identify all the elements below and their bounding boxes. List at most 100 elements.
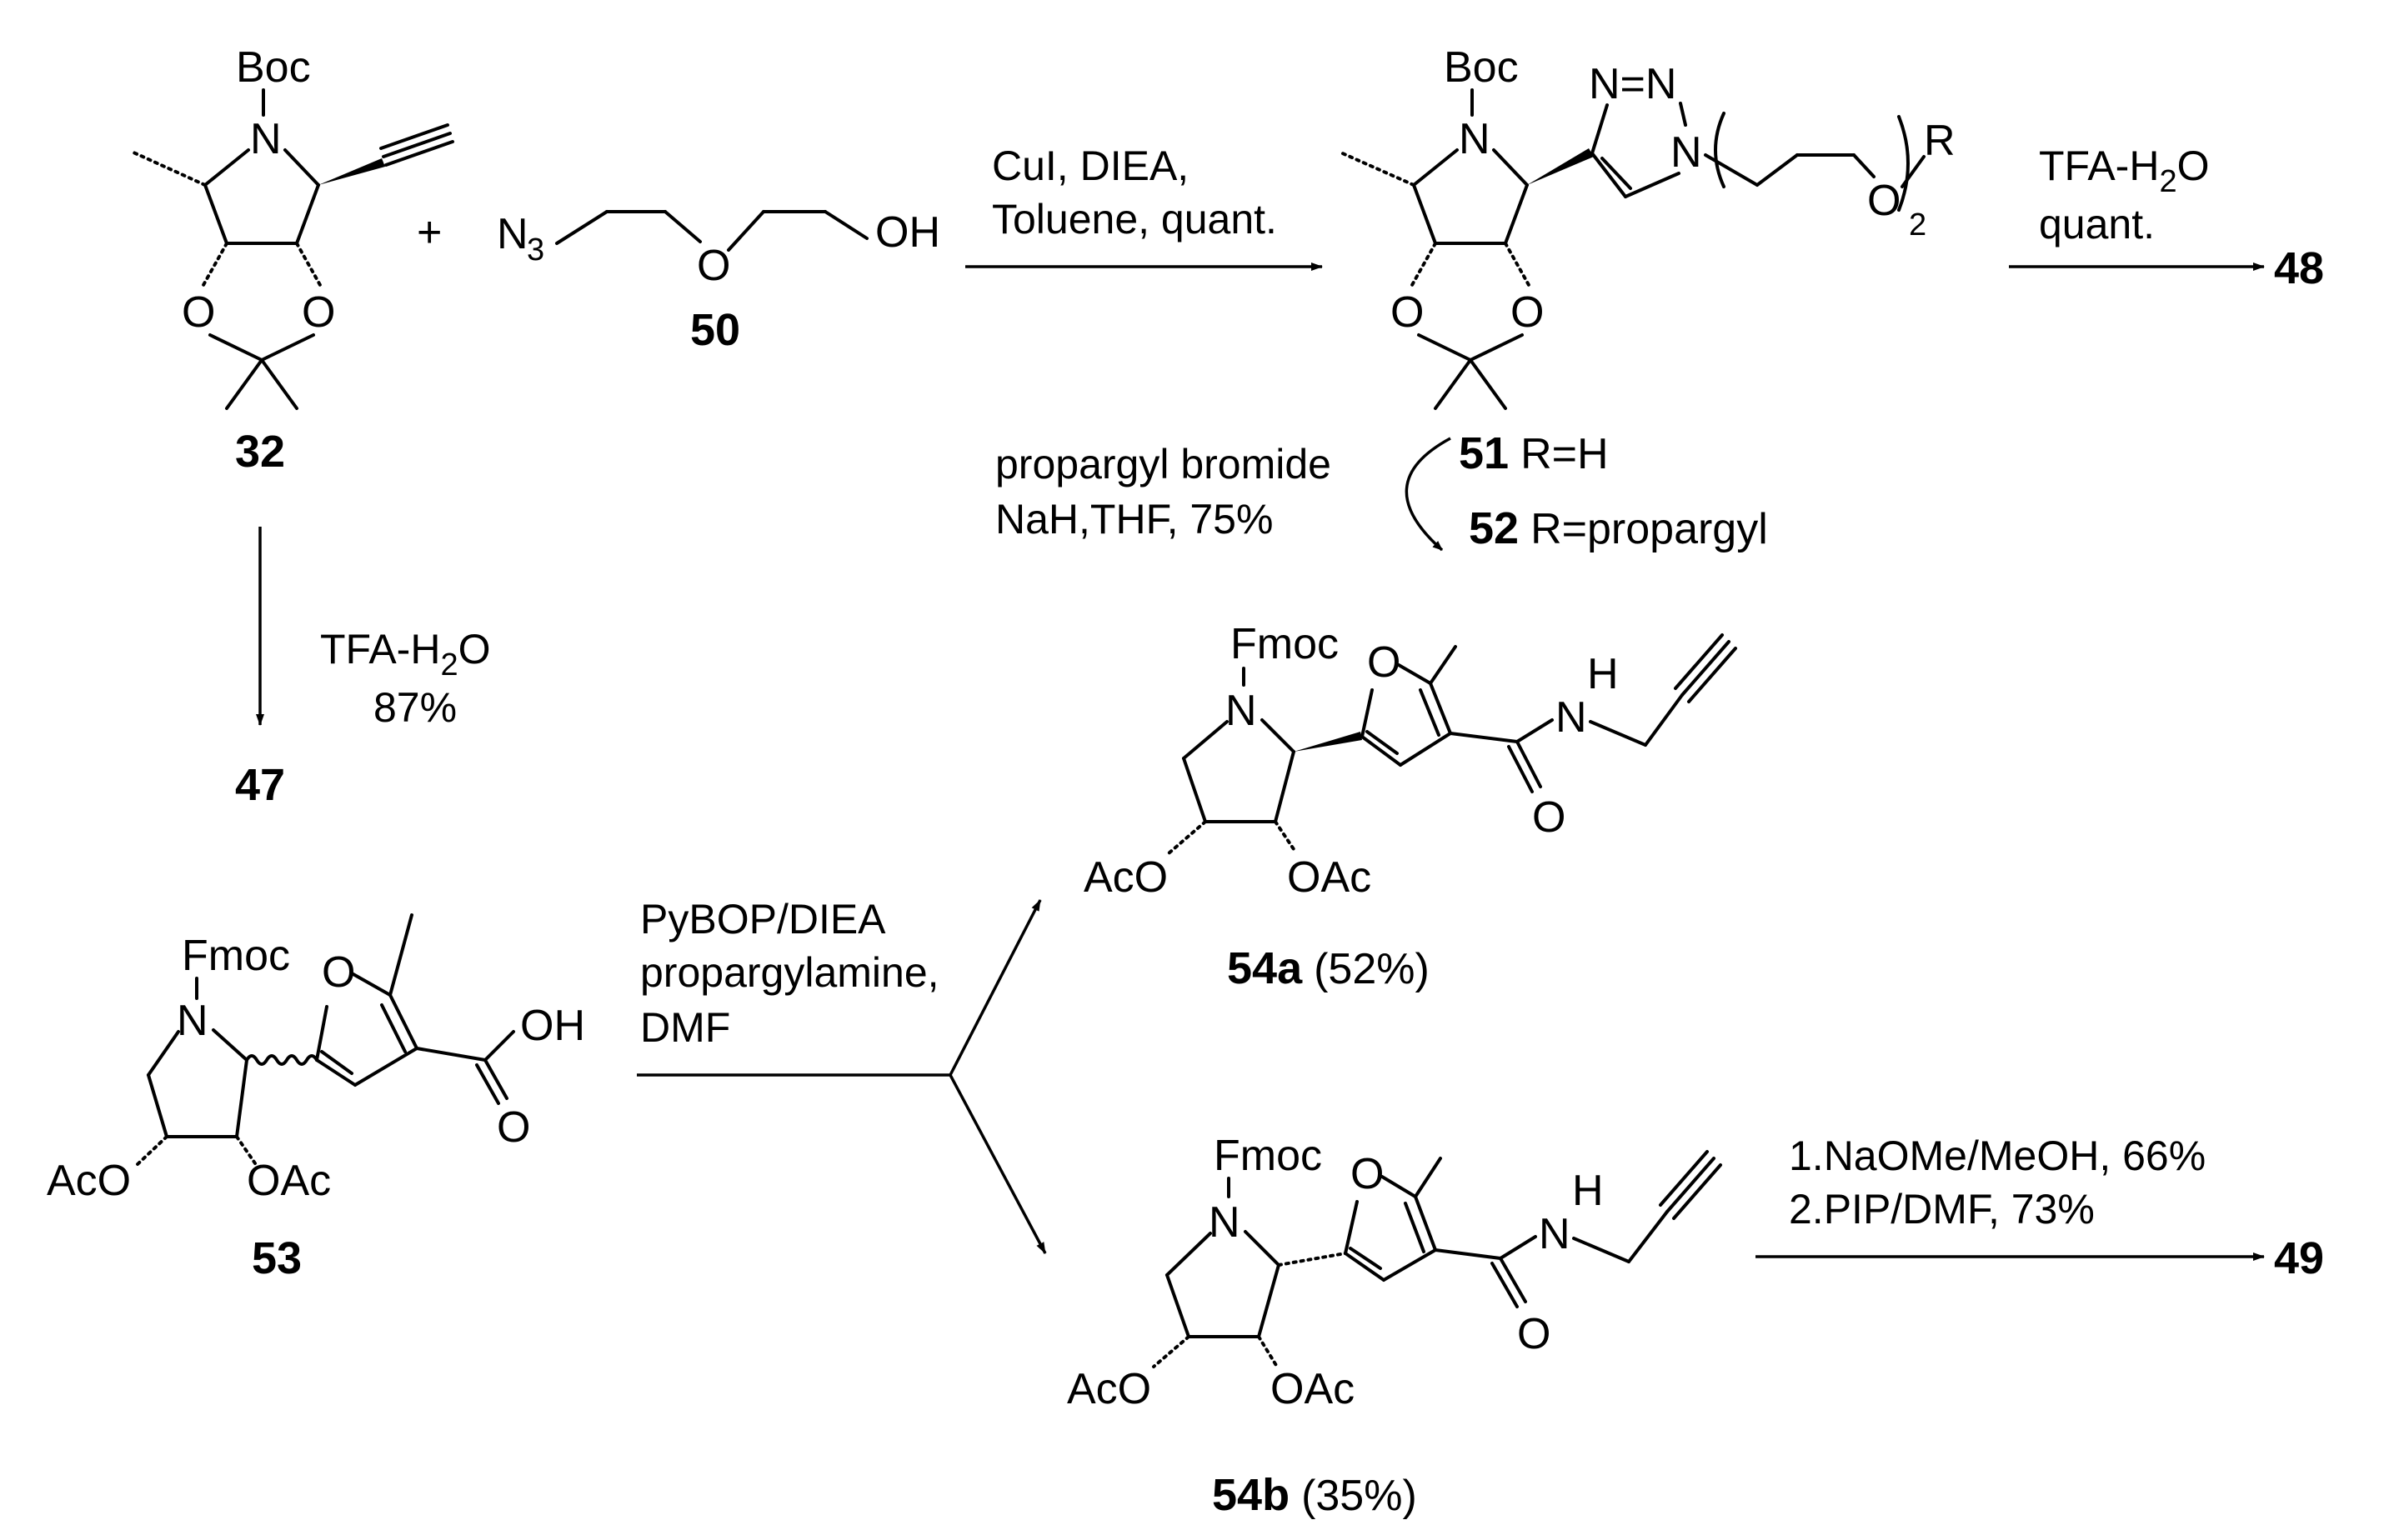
bond: [1755, 153, 1799, 187]
nitrogen-atom: N: [250, 115, 282, 163]
bond: [1417, 333, 1472, 362]
oxygen-atom: O: [1510, 288, 1544, 337]
acetoxy-right: OAc: [247, 1157, 331, 1205]
condition-line: TFA-H2O: [2039, 142, 2209, 199]
alkyne-bond: [382, 132, 452, 158]
condition-line: 87%: [373, 684, 457, 731]
condition-line: PyBOP/DIEA: [640, 896, 886, 942]
wedge-bond: [1527, 148, 1594, 185]
hydroxyl-label: OH: [875, 208, 940, 257]
bond: [1644, 693, 1684, 747]
compound-id-50: 50: [690, 305, 740, 355]
bond: [315, 1005, 328, 1062]
bond: [1414, 1157, 1442, 1198]
alkyne-bond: [1659, 1150, 1709, 1207]
bond: [1504, 183, 1529, 245]
bond: [283, 148, 320, 187]
bond: [1429, 682, 1452, 735]
bond: [1589, 720, 1647, 747]
hash-bond: [1410, 242, 1437, 287]
bond: [1704, 153, 1759, 187]
bond: [1344, 1200, 1359, 1255]
bond: [1274, 750, 1295, 823]
bond: [388, 913, 413, 997]
furan-oxygen: O: [322, 948, 355, 997]
bond: [1182, 757, 1207, 823]
carbonyl-oxygen: O: [1517, 1310, 1550, 1358]
nitrogen-atom: N: [1209, 1198, 1240, 1247]
bond: [1382, 1248, 1437, 1282]
bond: [1182, 720, 1229, 760]
hydroxyl-label: OH: [520, 1002, 585, 1050]
ether-oxygen: O: [697, 242, 730, 290]
fmoc-label: Fmoc: [1214, 1132, 1322, 1180]
boc-label: Boc: [236, 43, 311, 92]
alkyne-bond: [1687, 647, 1737, 703]
label-54a: 54a(52%): [1227, 943, 1430, 993]
hash-bond: [1504, 242, 1530, 287]
bond: [1590, 103, 1609, 155]
boc-label: Boc: [1444, 43, 1519, 92]
hash-bond: [1152, 1335, 1190, 1368]
bond: [260, 358, 298, 410]
deprotection-step-48: TFA-H2O quant. 48: [2009, 142, 2324, 293]
bond: [1507, 745, 1534, 793]
bond: [1434, 1248, 1502, 1260]
final-step-49: 1.NaOMe/MeOH, 66% 2.PIP/DMF, 73% 49: [1755, 1132, 2324, 1283]
bond: [203, 183, 228, 245]
condition-line: TFA-H2O: [320, 626, 490, 682]
bond: [315, 1058, 357, 1087]
repeat-count: 2: [1909, 208, 1926, 242]
bond: [350, 972, 392, 997]
amidation-step: PyBOP/DIEA propargylamine, DMF: [637, 896, 1047, 1254]
bond: [1901, 155, 1926, 188]
methyl-bond: [1337, 150, 1415, 187]
carbonyl-oxygen: O: [497, 1103, 530, 1152]
hash-bond: [1277, 1252, 1347, 1267]
compound-32: Boc N O O 32: [130, 43, 454, 477]
bond: [147, 1030, 180, 1077]
bond: [1244, 1230, 1280, 1267]
wavy-bond: [245, 1054, 318, 1066]
bond: [295, 183, 320, 245]
condition-line: CuI, DIEA,: [992, 142, 1189, 189]
bond: [555, 210, 609, 245]
bond: [1412, 183, 1437, 245]
bond: [1419, 688, 1440, 737]
bond: [1434, 358, 1472, 410]
repeat-bracket-right: [1897, 115, 1910, 212]
bond: [1572, 1237, 1630, 1263]
bond: [1492, 148, 1529, 187]
bond: [1490, 1262, 1519, 1308]
bond: [147, 1073, 168, 1138]
hash-bond: [295, 242, 322, 287]
compound-id-48: 48: [2274, 243, 2324, 293]
amide-h: H: [1572, 1167, 1604, 1215]
bond: [1360, 688, 1374, 738]
condition-line: DMF: [640, 1004, 730, 1051]
bond: [664, 210, 702, 243]
azide-subscript: 3: [527, 232, 544, 268]
alkyne-bond: [1672, 1163, 1722, 1220]
label-54b: 54b(35%): [1212, 1470, 1417, 1520]
compound-50: N 3 O OH 50: [497, 208, 940, 355]
bond: [1257, 1263, 1280, 1338]
hash-bond: [202, 242, 228, 287]
bond: [824, 210, 869, 240]
oxygen-atom: O: [1390, 288, 1424, 337]
triazole-n1: N: [1670, 128, 1702, 177]
amide-h: H: [1587, 650, 1619, 698]
alkyne-bond: [379, 123, 449, 150]
bond: [1365, 730, 1399, 755]
bond: [483, 1030, 515, 1062]
bond: [1515, 718, 1554, 743]
bond: [1449, 732, 1519, 743]
acetoxy-right: OAc: [1270, 1365, 1355, 1413]
compound-51-52: Boc N N=N N O R 2 O O: [1337, 43, 1956, 553]
methyl-bond: [130, 150, 207, 187]
bond: [1852, 153, 1876, 178]
azide-n: N: [497, 210, 528, 258]
bond: [1627, 1210, 1669, 1263]
compound-id-32: 32: [235, 427, 285, 477]
bond: [203, 148, 250, 187]
